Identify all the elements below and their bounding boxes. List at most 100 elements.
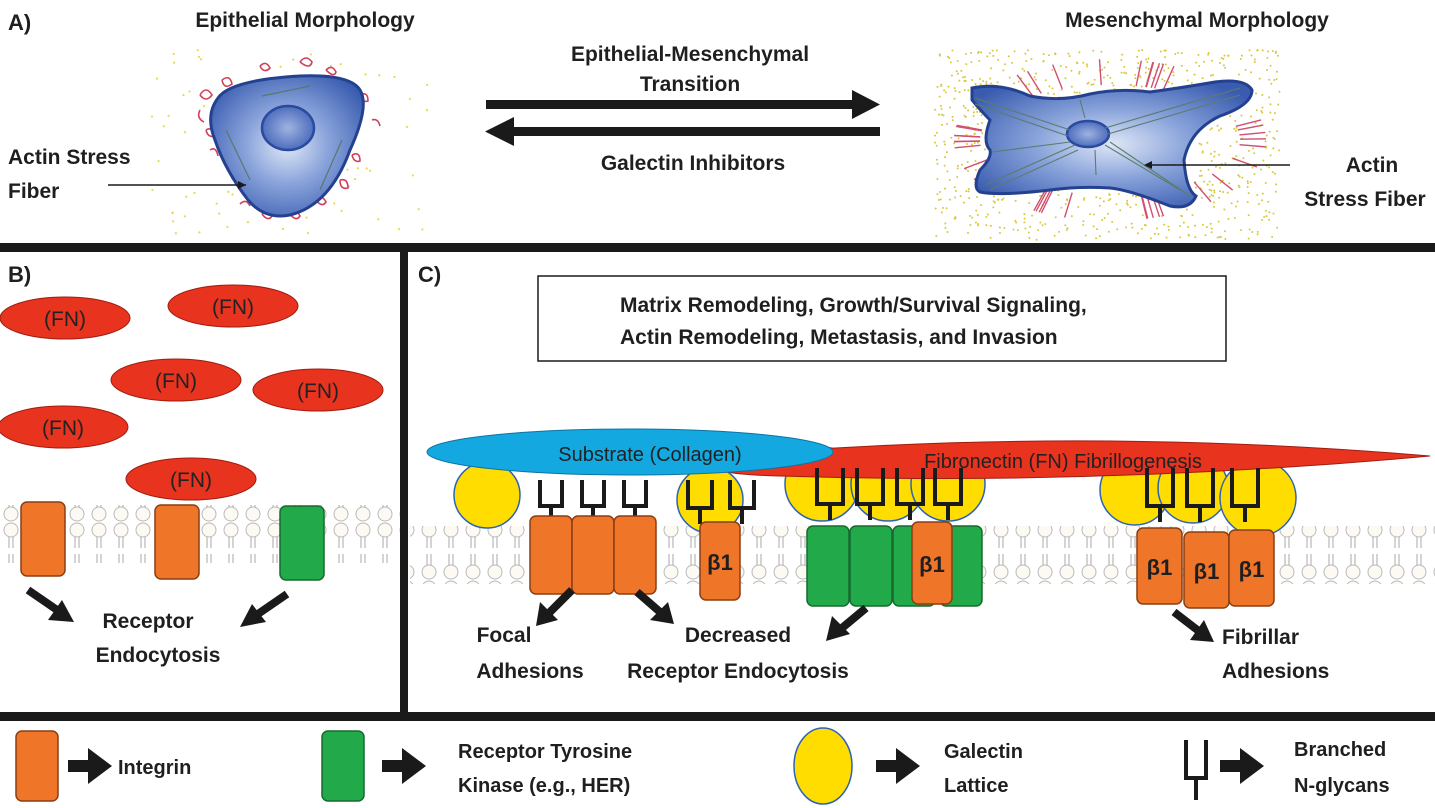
integrin-c (571, 515, 615, 595)
panel-a: A) Epithelial Morphology Mesenchymal Mor… (8, 9, 1426, 241)
branched-glycan-icon (686, 480, 714, 524)
branched-glycan-icon (855, 468, 885, 520)
fibrillar-line2: Adhesions (1222, 660, 1329, 683)
actin-stress-fibers (974, 87, 1241, 197)
legend-arrow-icon (1240, 748, 1264, 784)
beta1-integrin-c: β1 (1228, 529, 1275, 607)
legend-rtk-swatch (321, 730, 365, 802)
legend-rtk: Receptor Tyrosine Kinase (e.g., HER) (321, 730, 632, 802)
branched-glycan-icon (1185, 468, 1215, 522)
emt-label-line1: Epithelial-Mesenchymal (571, 43, 809, 66)
mes-actin-label-line1: Actin (1346, 154, 1399, 177)
decreased-line1: Decreased (685, 624, 791, 647)
beta1-label: β1 (707, 550, 733, 575)
fibronectin-blob-label: (FN) (297, 380, 339, 403)
beta1-integrin-c: β1 (1183, 531, 1230, 609)
fibrillar-adhesion-arrow (1171, 608, 1214, 642)
fibronectin-blob-label: (FN) (42, 417, 84, 440)
beta1-label: β1 (1147, 555, 1173, 580)
legend-integrin-label: Integrin (118, 757, 191, 779)
decreased-endocytosis-arrow-left (634, 588, 674, 624)
legend-galectin-line1: Galectin (944, 741, 1023, 763)
epithelial-title: Epithelial Morphology (195, 9, 415, 32)
fibronectin-blob: (FN) (0, 405, 129, 449)
beta1-integrin-c: β1 (1136, 527, 1183, 605)
legend-arrow-icon (88, 748, 112, 784)
beta1-label: β1 (1239, 557, 1265, 582)
legend-integrin: Integrin (15, 730, 191, 802)
beta1-integrin-c: β1 (699, 521, 741, 601)
focal-adhesion-arrow (536, 587, 575, 626)
receptors-c: β1 β1 β1 β1 β1 (529, 515, 1275, 609)
legend-galectin: Galectin Lattice (793, 727, 1023, 805)
fibronectin-blob: (FN) (167, 284, 299, 328)
panel-c: C) Matrix Remodeling, Growth/Survival Si… (410, 262, 1435, 683)
outcomes-box-line2: Actin Remodeling, Metastasis, and Invasi… (620, 326, 1058, 349)
panel-c-label: C) (418, 262, 441, 287)
epi-actin-label-line2: Fiber (8, 180, 59, 203)
galectin-inhibitors-label: Galectin Inhibitors (601, 152, 785, 175)
fibronectin-blob: (FN) (125, 457, 257, 501)
legend-glycan-line2: N-glycans (1294, 775, 1390, 797)
legend-galectin-swatch (793, 727, 853, 805)
mesenchymal-cell-illustration (934, 49, 1281, 241)
fibronectin-fibril (715, 440, 1431, 479)
fibronectin-blob: (FN) (110, 358, 242, 402)
panel-b-label: B) (8, 262, 31, 287)
emt-label-line2: Transition (640, 73, 740, 96)
integrin-c (613, 515, 657, 595)
panel-b: B) (FN) (FN) (FN) (FN) (FN) (FN) Receptor End… (0, 262, 400, 667)
fibronectin-blob-label: (FN) (212, 296, 254, 319)
receptor-endocytosis-line2: Endocytosis (96, 644, 221, 667)
branched-glycan-icon (815, 468, 845, 520)
outcomes-box (537, 275, 1227, 362)
collagen-substrate (426, 428, 834, 476)
beta1-label: β1 (919, 552, 945, 577)
epi-actin-label-line1: Actin Stress (8, 146, 131, 169)
bottom-divider (0, 712, 1435, 721)
fibronectin-blob-label: (FN) (170, 469, 212, 492)
integrin-b-1 (20, 501, 66, 577)
legend-rtk-line2: Kinase (e.g., HER) (458, 775, 630, 797)
epithelial-nucleus (260, 104, 316, 152)
emt-forward-arrow (486, 90, 880, 119)
legend-glycan: Branched N-glycans (1184, 739, 1390, 800)
fibronectin-blob-label: (FN) (44, 308, 86, 331)
branched-glycan-icon (895, 468, 925, 520)
branched-glycan-icon (728, 480, 756, 524)
branched-glycan-icon (933, 468, 963, 520)
decreased-line2: Receptor Endocytosis (627, 660, 849, 683)
rtk-c (849, 525, 893, 607)
panel-a-label: A) (8, 10, 31, 35)
rtk-b (279, 505, 325, 581)
top-divider (0, 243, 1435, 252)
fibronectin-blob-label: (FN) (155, 370, 197, 393)
legend-glycan-icon (1184, 740, 1208, 800)
decreased-endocytosis-arrow-right (826, 604, 869, 641)
focal-line2: Adhesions (476, 660, 583, 683)
legend-galectin-line2: Lattice (944, 775, 1008, 797)
focal-line1: Focal (477, 624, 532, 647)
branched-glycan-icon (1230, 468, 1260, 522)
endocytosis-arrow-left (25, 586, 74, 622)
branched-glycan-icon (1145, 468, 1175, 522)
outcomes-box-line1: Matrix Remodeling, Growth/Survival Signa… (620, 294, 1087, 317)
legend-rtk-line1: Receptor Tyrosine (458, 741, 632, 763)
middle-divider (400, 252, 408, 714)
integrin-b-2 (154, 504, 200, 580)
endocytosis-arrow-right (240, 590, 290, 627)
fibrillar-line1: Fibrillar (1222, 626, 1299, 649)
substrate-label: Substrate (Collagen) (558, 444, 741, 466)
rtk-c (806, 525, 850, 607)
beta1-label: β1 (1194, 559, 1220, 584)
fibronectin-blob: (FN) (252, 368, 384, 412)
beta1-integrin-c: β1 (911, 521, 953, 605)
mesenchymal-nucleus (1065, 119, 1111, 149)
epithelial-cell-illustration (150, 49, 429, 235)
integrin-c (529, 515, 573, 595)
emt-reverse-arrow (485, 117, 880, 146)
receptor-endocytosis-line1: Receptor (102, 610, 193, 633)
mes-actin-label-line2: Stress Fiber (1304, 188, 1425, 211)
fibronectin-label: Fibronectin (FN) Fibrillogenesis (924, 451, 1202, 473)
